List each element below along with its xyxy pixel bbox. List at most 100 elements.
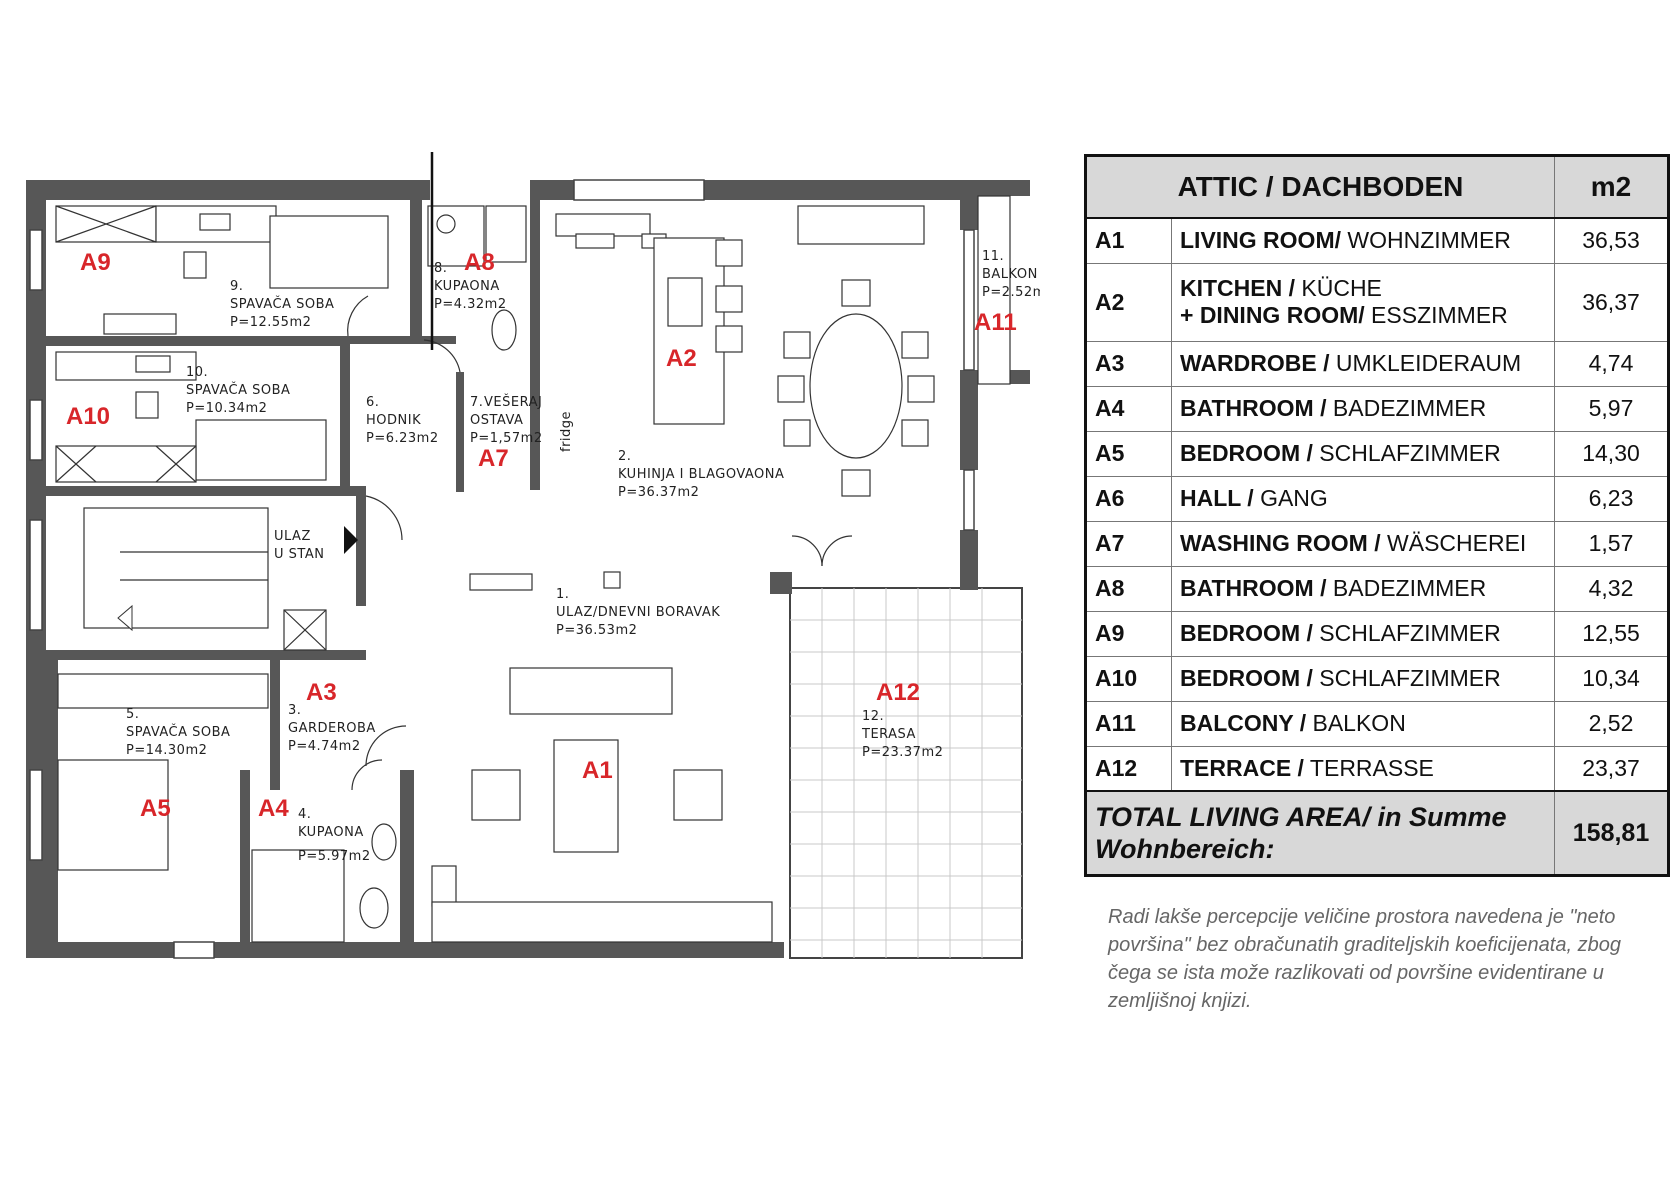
row-value: 5,97 <box>1554 385 1669 432</box>
svg-text:P=10.34m2: P=10.34m2 <box>186 401 267 416</box>
row-code: A5 <box>1085 430 1172 477</box>
stair-arrow-icon <box>117 604 133 632</box>
total-value: 158,81 <box>1554 790 1669 876</box>
row-value: 23,37 <box>1554 745 1669 792</box>
svg-text:5.: 5. <box>126 707 139 722</box>
svg-text:U STAN: U STAN <box>274 547 324 562</box>
row-code: A7 <box>1085 520 1172 567</box>
terrace-tiles <box>789 587 1023 959</box>
table-row: A1 LIVING ROOM/ WOHNZIMMER 36,53 <box>1085 217 1669 264</box>
svg-text:P=2.52m2: P=2.52m2 <box>982 285 1040 300</box>
svg-text:HODNIK: HODNIK <box>366 413 421 428</box>
row-code: A2 <box>1085 262 1172 342</box>
table-header: ATTIC / DACHBODEN m2 <box>1085 155 1669 219</box>
row-room: BEDROOM / SCHLAFZIMMER <box>1171 430 1555 477</box>
total-label: TOTAL LIVING AREA/ in Summe Wohnbereich: <box>1085 790 1555 876</box>
svg-text:9.: 9. <box>230 279 243 294</box>
table-row: A5 BEDROOM / SCHLAFZIMMER 14,30 <box>1085 430 1669 477</box>
svg-text:A11: A11 <box>974 309 1017 336</box>
svg-text:P=14.30m2: P=14.30m2 <box>126 743 207 758</box>
row-code: A6 <box>1085 475 1172 522</box>
row-code: A4 <box>1085 385 1172 432</box>
svg-text:P=6.23m2: P=6.23m2 <box>366 431 439 446</box>
svg-text:A3: A3 <box>306 679 337 706</box>
svg-text:A10: A10 <box>66 403 110 430</box>
row-value: 4,74 <box>1554 340 1669 387</box>
row-room: BALCONY / BALKON <box>1171 700 1555 747</box>
doors <box>347 295 853 791</box>
svg-text:10.: 10. <box>186 365 208 380</box>
svg-text:ULAZ/DNEVNI BORAVAK: ULAZ/DNEVNI BORAVAK <box>556 605 720 620</box>
svg-text:P=4.32m2: P=4.32m2 <box>434 297 507 312</box>
svg-text:3.: 3. <box>288 703 301 718</box>
row-room: LIVING ROOM/ WOHNZIMMER <box>1171 217 1555 264</box>
floor-plan: 1. ULAZ/DNEVNI BORAVAK P=36.53m2 2. KUHI… <box>26 152 1040 959</box>
svg-text:P=4.74m2: P=4.74m2 <box>288 739 361 754</box>
row-code: A12 <box>1085 745 1172 792</box>
row-room: BATHROOM / BADEZIMMER <box>1171 385 1555 432</box>
table-row: A6 HALL / GANG 6,23 <box>1085 475 1669 522</box>
svg-text:A5: A5 <box>140 795 171 822</box>
room-labels: 1. ULAZ/DNEVNI BORAVAK P=36.53m2 2. KUHI… <box>126 249 1040 864</box>
table-title: ATTIC / DACHBODEN <box>1085 155 1555 219</box>
row-room: HALL / GANG <box>1171 475 1555 522</box>
walls <box>26 180 1030 958</box>
row-room: BEDROOM / SCHLAFZIMMER <box>1171 610 1555 657</box>
svg-text:1.: 1. <box>556 587 569 602</box>
svg-text:TERASA: TERASA <box>861 727 916 742</box>
row-room: BATHROOM / BADEZIMMER <box>1171 565 1555 612</box>
svg-text:A7: A7 <box>478 445 509 472</box>
svg-text:KUPAONA: KUPAONA <box>298 825 364 840</box>
table-row: A12 TERRACE / TERRASSE 23,37 <box>1085 745 1669 792</box>
svg-text:A2: A2 <box>666 345 697 372</box>
svg-text:11.: 11. <box>982 249 1004 264</box>
table-row: A8 BATHROOM / BADEZIMMER 4,32 <box>1085 565 1669 612</box>
row-room: TERRACE / TERRASSE <box>1171 745 1555 792</box>
svg-text:OSTAVA: OSTAVA <box>470 413 523 428</box>
svg-text:P=23.37m2: P=23.37m2 <box>862 745 943 760</box>
svg-text:VEŠERAJ: VEŠERAJ <box>484 394 542 410</box>
area-tags: A1 A2 A3 A4 A5 A7 A8 A9 A10 A11 A12 <box>66 249 1017 822</box>
row-code: A9 <box>1085 610 1172 657</box>
table-row: A4 BATHROOM / BADEZIMMER 5,97 <box>1085 385 1669 432</box>
footnote: Radi lakše percepcije veličine prostora … <box>1108 906 1621 1012</box>
row-value: 36,37 <box>1554 262 1669 342</box>
svg-text:SPAVAČA SOBA: SPAVAČA SOBA <box>186 382 290 398</box>
svg-text:fridge: fridge <box>559 411 574 452</box>
row-room: WASHING ROOM / WÄSCHEREI <box>1171 520 1555 567</box>
svg-text:2.: 2. <box>618 449 631 464</box>
balcony-rail <box>977 195 1011 385</box>
svg-text:KUPAONA: KUPAONA <box>434 279 500 294</box>
svg-text:A9: A9 <box>80 249 111 276</box>
row-value: 12,55 <box>1554 610 1669 657</box>
table-row: A2 KITCHEN / KÜCHE+ DINING ROOM/ ESSZIMM… <box>1085 262 1669 342</box>
total-row: TOTAL LIVING AREA/ in Summe Wohnbereich:… <box>1085 790 1669 876</box>
svg-text:P=36.53m2: P=36.53m2 <box>556 623 637 638</box>
svg-text:A12: A12 <box>876 679 920 706</box>
table-row: A9 BEDROOM / SCHLAFZIMMER 12,55 <box>1085 610 1669 657</box>
furniture <box>55 205 935 943</box>
svg-text:6.: 6. <box>366 395 379 410</box>
row-room: WARDROBE / UMKLEIDERAUM <box>1171 340 1555 387</box>
row-value: 2,52 <box>1554 700 1669 747</box>
svg-text:P=12.55m2: P=12.55m2 <box>230 315 311 330</box>
unit-header: m2 <box>1554 155 1669 219</box>
svg-text:A4: A4 <box>258 795 289 822</box>
svg-text:P=1,57m2: P=1,57m2 <box>470 431 543 446</box>
svg-text:KUHINJA I BLAGOVAONA: KUHINJA I BLAGOVAONA <box>618 467 784 482</box>
row-code: A1 <box>1085 217 1172 264</box>
table-row: A10 BEDROOM / SCHLAFZIMMER 10,34 <box>1085 655 1669 702</box>
svg-text:4.: 4. <box>298 807 311 822</box>
row-value: 1,57 <box>1554 520 1669 567</box>
row-code: A11 <box>1085 700 1172 747</box>
table-row: A7 WASHING ROOM / WÄSCHEREI 1,57 <box>1085 520 1669 567</box>
row-value: 36,53 <box>1554 217 1669 264</box>
row-value: 6,23 <box>1554 475 1669 522</box>
svg-text:P=5.97m2: P=5.97m2 <box>298 849 371 864</box>
row-room: KITCHEN / KÜCHE+ DINING ROOM/ ESSZIMMER <box>1171 262 1555 342</box>
row-value: 4,32 <box>1554 565 1669 612</box>
svg-text:8.: 8. <box>434 261 447 276</box>
row-code: A8 <box>1085 565 1172 612</box>
svg-text:SPAVAČA SOBA: SPAVAČA SOBA <box>126 724 230 740</box>
svg-text:SPAVAČA SOBA: SPAVAČA SOBA <box>230 296 334 312</box>
